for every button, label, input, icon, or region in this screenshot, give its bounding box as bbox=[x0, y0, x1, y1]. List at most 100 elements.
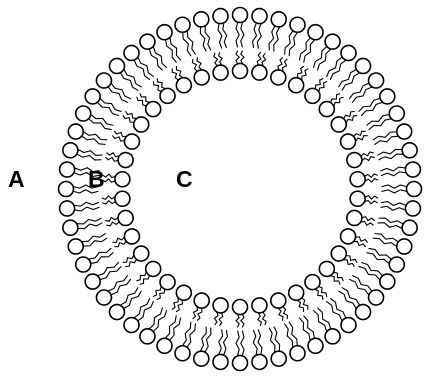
inner-lipid-head bbox=[213, 65, 228, 80]
inner-lipid-head bbox=[252, 65, 267, 80]
outer-lipid-head bbox=[271, 12, 286, 27]
outer-lipid-tail bbox=[375, 234, 398, 242]
outer-lipid-head bbox=[157, 25, 172, 40]
inner-lipid-head bbox=[134, 246, 149, 261]
outer-lipid-head bbox=[389, 257, 404, 272]
outer-lipid-tail bbox=[183, 33, 191, 56]
inner-lipid-tail bbox=[236, 315, 239, 328]
outer-lipid-tail bbox=[258, 330, 262, 354]
inner-lipid-tail bbox=[315, 79, 323, 89]
outer-lipid-tail bbox=[236, 331, 239, 356]
outer-lipid-tail bbox=[77, 218, 101, 224]
inner-lipid-tail bbox=[365, 179, 377, 182]
inner-lipid-tail bbox=[219, 52, 223, 64]
outer-lipid-head bbox=[356, 58, 371, 73]
label-a: A bbox=[8, 168, 25, 191]
inner-lipid-tail bbox=[172, 298, 178, 309]
inner-lipid-head bbox=[118, 210, 133, 225]
inner-lipid-head bbox=[341, 229, 356, 244]
outer-lipid-head bbox=[308, 338, 323, 353]
outer-lipid-head bbox=[341, 318, 356, 333]
inner-lipid-tail bbox=[153, 82, 161, 92]
outer-lipid-head bbox=[233, 356, 248, 371]
outer-lipid-tail bbox=[187, 31, 195, 54]
inner-lipid-head bbox=[160, 275, 175, 290]
outer-lipid-tail bbox=[91, 115, 113, 126]
inner-lipid-head bbox=[350, 191, 365, 206]
inner-leaflet bbox=[115, 64, 365, 315]
outer-lipid-tail bbox=[253, 23, 257, 47]
inner-lipid-tail bbox=[241, 51, 244, 64]
inner-lipid-tail bbox=[236, 51, 239, 64]
inner-lipid-head bbox=[115, 191, 130, 206]
outer-lipid-tail bbox=[274, 27, 280, 51]
inner-lipid-tail bbox=[197, 308, 202, 320]
outer-lipid-tail bbox=[304, 40, 315, 62]
inner-lipid-tail bbox=[214, 312, 218, 324]
inner-lipid-tail bbox=[115, 131, 126, 136]
outer-lipid-tail bbox=[241, 23, 244, 48]
outer-lipid-tail bbox=[124, 70, 141, 87]
inner-lipid-head bbox=[319, 102, 334, 117]
outer-lipid-tail bbox=[314, 47, 327, 68]
outer-lipid-head bbox=[194, 12, 209, 27]
inner-lipid-tail bbox=[283, 59, 288, 71]
outer-lipid-tail bbox=[289, 33, 297, 56]
outer-lipid-tail bbox=[373, 132, 396, 140]
inner-lipid-head bbox=[319, 261, 334, 276]
inner-lipid-head bbox=[124, 134, 139, 149]
inner-lipid-head bbox=[115, 172, 130, 187]
inner-lipid-tail bbox=[192, 59, 197, 71]
inner-lipid-head bbox=[194, 70, 209, 85]
outer-lipid-head bbox=[140, 34, 155, 49]
inner-lipid-head bbox=[176, 285, 191, 300]
outer-lipid-head bbox=[213, 9, 228, 24]
outer-lipid-head bbox=[124, 318, 139, 333]
inner-lipid-head bbox=[194, 293, 209, 308]
inner-lipid-tail bbox=[113, 237, 124, 242]
outer-lipid-head bbox=[402, 143, 417, 158]
inner-lipid-tail bbox=[107, 222, 119, 226]
inner-lipid-head bbox=[289, 78, 304, 93]
outer-lipid-head bbox=[356, 305, 371, 320]
outer-lipid-tail bbox=[219, 330, 223, 354]
outer-lipid-head bbox=[308, 25, 323, 40]
inner-lipid-tail bbox=[219, 313, 223, 325]
outer-lipid-head bbox=[140, 329, 155, 344]
inner-lipid-tail bbox=[361, 152, 373, 156]
outer-lipid-tail bbox=[138, 57, 153, 76]
outer-lipid-head bbox=[213, 354, 228, 369]
outer-lipid-tail bbox=[382, 190, 407, 193]
inner-lipid-tail bbox=[157, 290, 165, 300]
outer-lipid-tail bbox=[318, 308, 331, 329]
outer-lipid-head bbox=[397, 239, 412, 254]
outer-lipid-tail bbox=[285, 31, 293, 54]
inner-lipid-tail bbox=[241, 315, 244, 328]
outer-lipid-tail bbox=[108, 276, 127, 291]
inner-lipid-tail bbox=[283, 307, 288, 319]
outer-lipid-tail bbox=[223, 23, 227, 47]
outer-lipid-tail bbox=[187, 324, 195, 347]
inner-lipid-tail bbox=[107, 153, 119, 157]
inner-lipid-tail bbox=[262, 53, 266, 65]
outer-lipid-head bbox=[290, 17, 305, 32]
outer-lipid-tail bbox=[170, 38, 181, 60]
outer-lipid-tail bbox=[350, 279, 369, 294]
inner-lipid-tail bbox=[298, 301, 304, 312]
outer-lipid-head bbox=[85, 89, 100, 104]
outer-lipid-head bbox=[389, 106, 404, 121]
inner-lipid-tail bbox=[257, 52, 261, 64]
inner-lipid-head bbox=[331, 117, 346, 132]
inner-lipid-tail bbox=[331, 94, 340, 102]
outer-lipid-tail bbox=[82, 234, 105, 242]
inner-lipid-tail bbox=[137, 272, 146, 280]
label-b: B bbox=[88, 168, 105, 191]
outer-lipid-tail bbox=[285, 324, 293, 347]
inner-lipid-tail bbox=[319, 287, 327, 297]
outer-lipid-tail bbox=[289, 322, 297, 345]
inner-lipid-tail bbox=[334, 97, 343, 105]
inner-lipid-tail bbox=[361, 221, 373, 225]
inner-lipid-head bbox=[331, 246, 346, 261]
outer-lipid-head bbox=[397, 124, 412, 139]
outer-lipid-tail bbox=[111, 83, 130, 98]
